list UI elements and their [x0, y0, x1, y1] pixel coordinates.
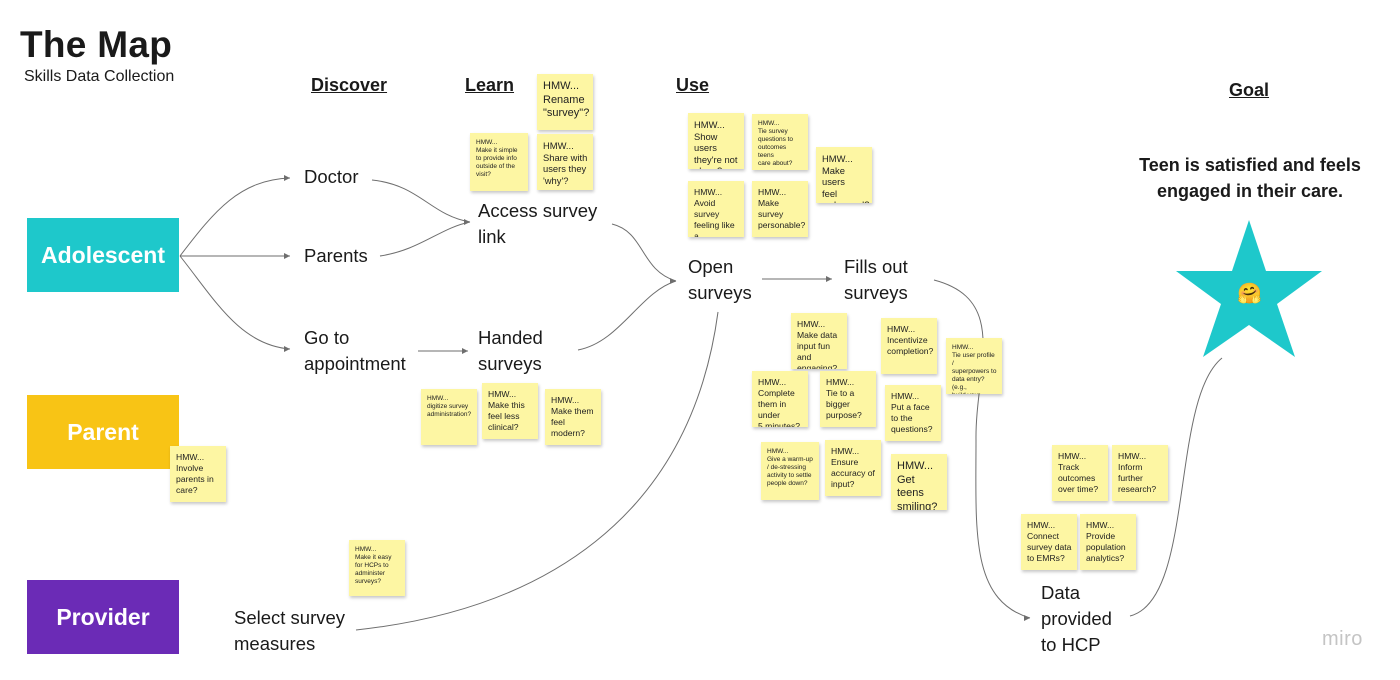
node-parents[interactable]: Parents	[304, 245, 368, 266]
sticky-note[interactable]: HMW... Put a face to the questions?	[885, 385, 941, 441]
link-doctor-access	[371, 179, 471, 223]
miro-watermark: miro	[1322, 628, 1363, 650]
node-doctor[interactable]: Doctor	[304, 166, 359, 187]
link-parents-access	[379, 221, 471, 257]
sticky-note[interactable]: HMW... Make this feel less clinical?	[482, 383, 538, 439]
stage-goal: Goal	[1229, 80, 1270, 100]
sticky-note[interactable]: HMW... Make survey personable?	[752, 181, 808, 237]
node-select-survey-measures[interactable]: Select survey measures	[234, 607, 346, 654]
link-select-open	[355, 311, 719, 631]
node-handed-surveys[interactable]: Handed surveys	[478, 327, 543, 374]
arrowhead-doctor	[284, 175, 290, 181]
node-open-surveys[interactable]: Open surveys	[688, 256, 752, 303]
sticky-note[interactable]: HMW... Avoid survey feeling like a test?	[688, 181, 744, 237]
sticky-note[interactable]: HMW... Incentivize completion?	[881, 318, 937, 374]
smiley-hug-icon: 🤗	[1237, 283, 1262, 305]
stage-discover: Discover	[311, 75, 388, 95]
sticky-note[interactable]: HMW... Give a warm-up / de-stressing act…	[761, 442, 819, 500]
persona-label: Parent	[67, 418, 139, 445]
sticky-note[interactable]: HMW... Make it easy for HCPs to administ…	[349, 540, 405, 596]
goal-statement: Teen is satisfied and feels engaged in t…	[1139, 155, 1361, 201]
sticky-note[interactable]: HMW... Tie to a bigger purpose?	[820, 371, 876, 427]
sticky-note[interactable]: HMW... Track outcomes over time?	[1052, 445, 1108, 501]
sticky-note[interactable]: HMW... Connect survey data to EMRs?	[1021, 514, 1077, 570]
sticky-note[interactable]: HMW... Make them feel modern?	[545, 389, 601, 445]
link-fills-data	[933, 279, 1031, 619]
node-data-provided-to-hcp[interactable]: Data provided to HCP	[1041, 582, 1112, 655]
persona-parent[interactable]: Parent	[27, 395, 179, 469]
sticky-note[interactable]: HMW... Tie user profile / superpowers to…	[946, 338, 1002, 394]
persona-adolescent[interactable]: Adolescent	[27, 218, 179, 292]
sticky-note[interactable]: HMW... Complete them in under 5 minutes?	[752, 371, 808, 427]
link-access-open	[611, 223, 677, 282]
arrowhead-data	[1024, 615, 1030, 621]
sticky-note[interactable]: HMW... Show users they're not alone?	[688, 113, 744, 169]
page-title: The Map	[20, 24, 173, 65]
node-go-to-appointment[interactable]: Go to appointment	[304, 327, 406, 374]
persona-label: Adolescent	[41, 241, 165, 268]
sticky-note[interactable]: HMW... Make data input fun and engaging?	[791, 313, 847, 369]
arrowhead-appointment	[284, 346, 290, 352]
stage-learn: Learn	[465, 75, 515, 95]
sticky-note[interactable]: HMW... Ensure accuracy of input?	[825, 440, 881, 496]
arrowhead-handed	[462, 348, 468, 354]
link-data-goal	[1129, 357, 1223, 617]
link-adolescent-doctor	[179, 177, 291, 257]
persona-label: Provider	[56, 603, 150, 630]
link-handed-open	[577, 280, 677, 351]
arrowhead-fills	[826, 276, 832, 282]
node-fills-out-surveys[interactable]: Fills out surveys	[844, 256, 908, 303]
sticky-note[interactable]: HMW... Make it simple to provide info ou…	[470, 133, 528, 191]
sticky-note[interactable]: HMW... Inform further research?	[1112, 445, 1168, 501]
sticky-note[interactable]: HMW... Get teens smiling?	[891, 454, 947, 510]
goal-star-icon	[1176, 220, 1322, 357]
sticky-note[interactable]: HMW... Make users feel welcomed?	[816, 147, 872, 203]
persona-provider[interactable]: Provider	[27, 580, 179, 654]
page-subtitle: Skills Data Collection	[24, 68, 175, 85]
sticky-note[interactable]: HMW... Share with users they 'why'?	[537, 134, 593, 190]
arrowhead-open	[670, 278, 676, 284]
node-access-survey-link[interactable]: Access survey link	[478, 200, 598, 247]
sticky-note[interactable]: HMW... Provide population analytics?	[1080, 514, 1136, 570]
sticky-note[interactable]: HMW... Involve parents in care?	[170, 446, 226, 502]
arrowhead-access	[464, 219, 470, 225]
stage-use: Use	[676, 75, 710, 95]
sticky-note[interactable]: HMW... digitize survey administration?	[421, 389, 477, 445]
sticky-note[interactable]: HMW... Rename "survey"?	[537, 74, 593, 130]
link-adolescent-appointment	[179, 255, 291, 350]
sticky-note[interactable]: HMW... Tie survey questions to outcomes …	[752, 114, 808, 170]
arrowhead-parents	[284, 253, 290, 259]
